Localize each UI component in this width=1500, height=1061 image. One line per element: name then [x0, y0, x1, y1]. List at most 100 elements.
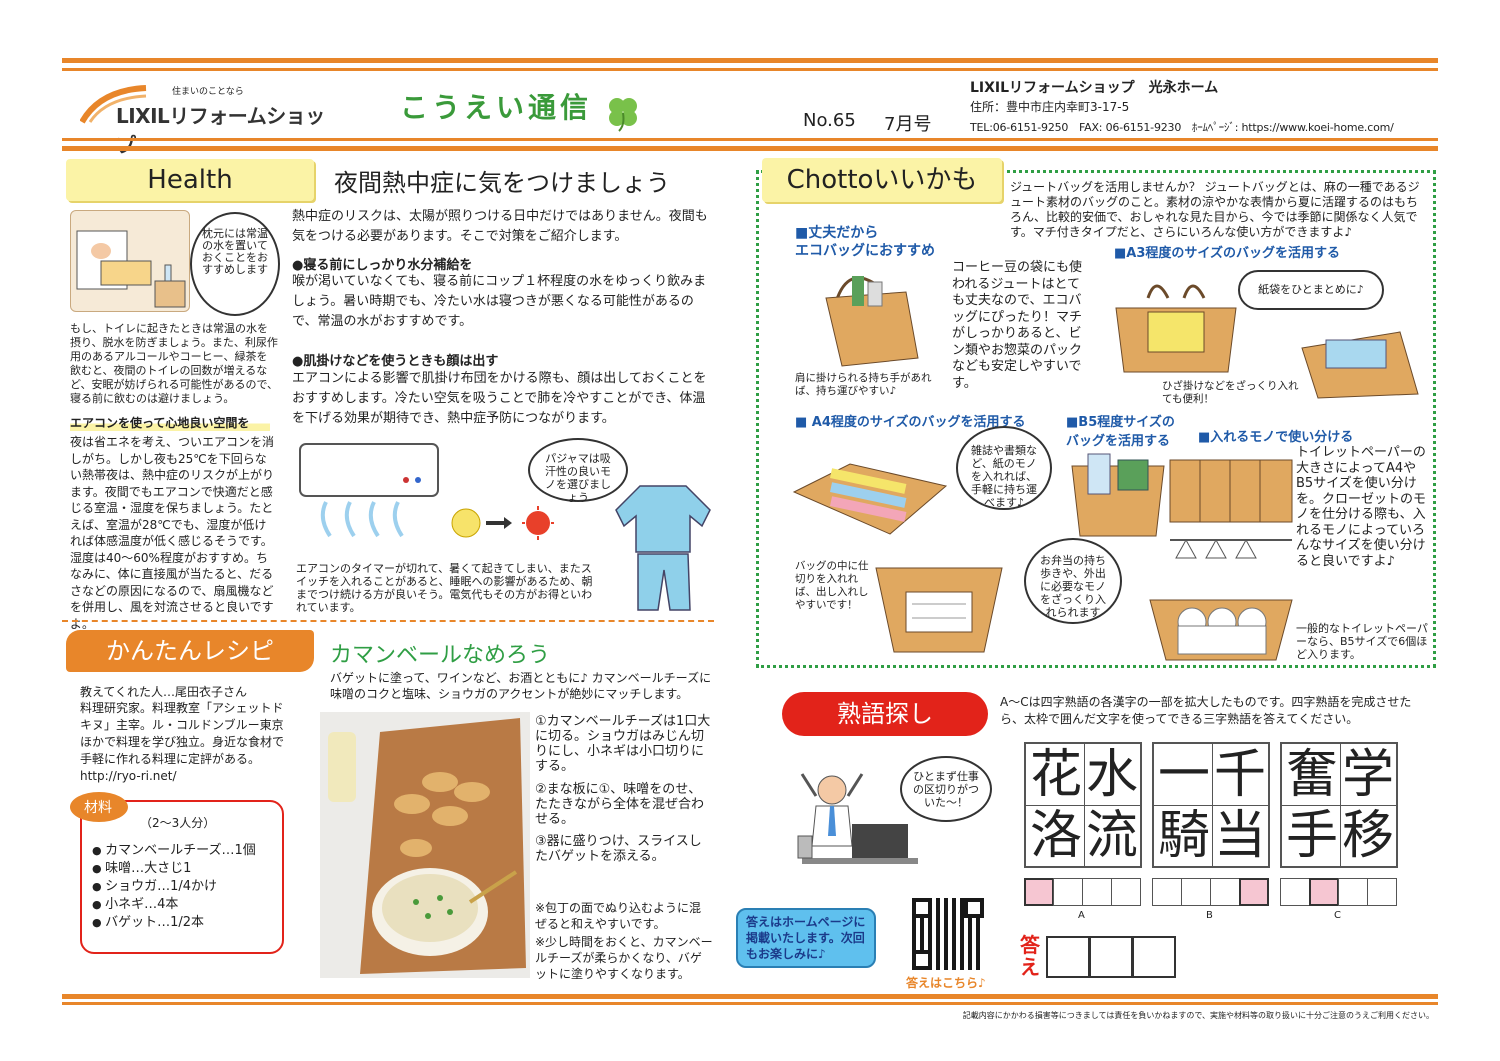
- ingredient-item: ショウガ…1/4かけ: [92, 878, 272, 896]
- ingredient-item: カマンベールチーズ…1個: [92, 842, 272, 860]
- eco-heading-2: エコバッグにおすすめ: [795, 243, 935, 259]
- final-answer-cell[interactable]: [1046, 936, 1090, 978]
- puzzle-grid-c: 奮 学 手 移: [1280, 742, 1398, 868]
- final-answer-cell[interactable]: [1132, 936, 1176, 978]
- eco-caption: 肩に掛けられる持ち手があれば、持ち運びやすい♪: [795, 372, 932, 397]
- glyph-b4: 当: [1214, 806, 1267, 866]
- recipe-tab-label: かんたんレシピ: [106, 637, 274, 665]
- b5-heading-1: ■B5程度サイズの: [1066, 415, 1175, 430]
- eco-para: コーヒー豆の袋にも使われるジュートはとても丈夫なので、エコバッグにぴったり！マチ…: [952, 260, 1083, 391]
- ingredients-label-bg: [70, 792, 128, 822]
- pajama-bubble: パジャマは吸汗性の良いモノを選びましょう: [528, 438, 628, 504]
- answer-cell[interactable]: [1280, 878, 1310, 906]
- a3-heading: ■A3程度のサイズのバッグを活用する: [1114, 246, 1340, 261]
- a3-bubble: 紙袋をひとまとめに♪: [1238, 270, 1384, 310]
- a4-heading: ■ A4程度のサイズのバッグを活用する: [795, 415, 1026, 430]
- puzzle-tab: 熟語探し: [782, 692, 988, 736]
- answer-note-text: 答えはホームページに掲載いたします。次回もお楽しみに♪: [746, 915, 866, 961]
- a4-bag-icon: [792, 463, 948, 535]
- glyph-b1: 一: [1158, 745, 1211, 805]
- answer-cell[interactable]: [1338, 878, 1368, 906]
- shop-contact: TEL:06-6151-9250 FAX: 06-6151-9230 ﾎｰﾑﾍﾟ…: [970, 121, 1394, 134]
- final-answer-boxes: [1046, 936, 1176, 978]
- health-para-2: エアコンによる影響で肌掛け布団をかける際も、顔は出しておくことをおすすめします。…: [292, 371, 707, 426]
- health-heading-2: ●肌掛けなどを使うときも顔は出す: [292, 354, 499, 369]
- grid-line-h: [1026, 805, 1140, 806]
- recipe-intro: バゲットに塗って、ワインなど、お酒とともに♪ カマンベールチーズに味噌のコクと塩…: [330, 671, 712, 701]
- health-title: 夜間熱中症に気をつけましょう: [334, 169, 670, 197]
- footer-rule-1: [62, 994, 1438, 999]
- answer-cell-highlighted[interactable]: [1024, 878, 1054, 906]
- health-dashed-divider: [62, 620, 714, 622]
- recipe-photo: [320, 712, 530, 978]
- answer-cell[interactable]: [1152, 878, 1182, 906]
- label-b: B: [1206, 910, 1213, 921]
- glyph-b3: 騎: [1158, 806, 1211, 866]
- closet-icon: [1169, 459, 1293, 559]
- air-conditioner-icon: [299, 443, 439, 538]
- health-heading-1: ●寝る前にしっかり水分補給を: [292, 258, 473, 273]
- puzzle-grid-b: 一 千 騎 当: [1152, 742, 1270, 868]
- qr-finder-tl: [912, 898, 932, 918]
- ingredient-item: 小ネギ…4本: [92, 896, 272, 914]
- glyph-a3: 洛: [1030, 806, 1083, 866]
- recipe-note-2: ※少し時間をおくと、カマンベールチーズが柔らかくなり、バゲットに塗りやすくなりま…: [535, 935, 713, 981]
- answer-cell[interactable]: [1181, 878, 1211, 906]
- header-rule-bottom-2: [62, 146, 1438, 151]
- aircon-para: 夜は省エネを考え、ついエアコンを消しがち。しかし夜も25℃を下回らない熱帯夜は、…: [70, 435, 275, 631]
- glyph-a2: 水: [1086, 745, 1139, 805]
- answer-cell-highlighted[interactable]: [1309, 878, 1339, 906]
- header-rule-top-1: [62, 58, 1438, 63]
- footer-disclaimer: 記載内容にかかわる損害等につきましては責任を負いかねますので、実施や材料等の取り…: [962, 1011, 1434, 1020]
- sort-heading: ■入れるモノで使い分ける: [1198, 430, 1354, 445]
- chotto-intro: ジュートバッグを活用しませんか？ ジュートバッグとは、麻の一種であるジュート素材…: [1010, 180, 1420, 239]
- health-tab: Health: [66, 159, 314, 201]
- recipe-step-3: ③器に盛りつけ、スライスしたバゲットを添える。: [535, 834, 702, 864]
- answer-cell[interactable]: [1111, 878, 1141, 906]
- shop-address: 住所：豊中市庄内幸町3-17-5: [970, 100, 1130, 114]
- chotto-box: [756, 170, 1436, 668]
- a3-caption: ひざ掛けなどをざっくり入れても便利！: [1162, 380, 1299, 405]
- sleepy-face-icon: [451, 506, 554, 540]
- a4-caption: バッグの中に仕切りを入れれば、出し入れしやすいです！: [795, 560, 869, 611]
- health-tab-label: Health: [147, 165, 233, 195]
- answer-cell[interactable]: [1053, 878, 1083, 906]
- pajama-icon: [615, 485, 711, 611]
- footer-rule-2: [62, 1002, 1438, 1005]
- eco-bag-icon: [825, 276, 919, 367]
- b5-heading-2: バッグを活用する: [1066, 434, 1171, 449]
- a4-bag-divider-icon: [875, 567, 1003, 653]
- recipe-note-1: ※包丁の面でぬり込むように混ぜると和えやすいです。: [535, 901, 702, 931]
- a3-bag-blanket-icon: [1301, 331, 1419, 399]
- header-rule-top-2: [62, 68, 1438, 71]
- answer-boxes-b: [1152, 878, 1270, 906]
- recipe-bio: 料理研究家。料理教室「アシェットドキヌ」主宰。ル・コルドンブルー東京ほかで料理を…: [80, 701, 285, 766]
- final-answer-cell[interactable]: [1089, 936, 1133, 978]
- answer-boxes-a: [1024, 878, 1142, 906]
- qr-finder-bl: [912, 950, 932, 970]
- label-a: A: [1078, 910, 1085, 921]
- header-rule-bottom-1: [62, 138, 1438, 141]
- answer-cell[interactable]: [1210, 878, 1240, 906]
- qr-code[interactable]: [912, 898, 984, 970]
- recipe-url: http://ryo-ri.net/: [80, 769, 177, 783]
- health-bubble-left: 枕元には常温の水を置いておくことをおすすめします: [190, 212, 280, 316]
- logo-swoosh-icon: [80, 85, 147, 124]
- sleeping-person-icon: [76, 230, 186, 308]
- ingredient-item: バゲット…1/2本: [92, 914, 272, 932]
- health-left-para: もし、トイレに起きたときは常温の水を摂り、脱水を防ぎましょう。また、利尿作用のあ…: [70, 322, 279, 405]
- answer-cell[interactable]: [1367, 878, 1397, 906]
- glyph-c2: 学: [1342, 745, 1395, 805]
- recipe-step-1: ①カマンベールチーズは1口大に切る。ショウガはみじん切りにし、小ネギは小口切りに…: [535, 714, 711, 774]
- issue-month: 7月号: [884, 114, 932, 135]
- glyph-c1: 奮: [1286, 745, 1339, 805]
- ingredients-list: カマンベールチーズ…1個 味噌…大さじ1 ショウガ…1/4かけ 小ネギ…4本 バ…: [92, 842, 272, 932]
- answer-cell-highlighted[interactable]: [1239, 878, 1269, 906]
- glyph-b2: 千: [1214, 745, 1267, 805]
- glyph-a4: 流: [1086, 806, 1139, 866]
- newsletter-title: こうえい通信: [400, 86, 643, 133]
- sort-para: トイレットペーパーの大きさによってA4やB5サイズを使い分けを。クローゼットのモ…: [1296, 445, 1427, 569]
- a3-bag-icon: [1115, 284, 1237, 373]
- answer-cell[interactable]: [1082, 878, 1112, 906]
- qr-caption: 答えはこちら♪: [906, 976, 986, 990]
